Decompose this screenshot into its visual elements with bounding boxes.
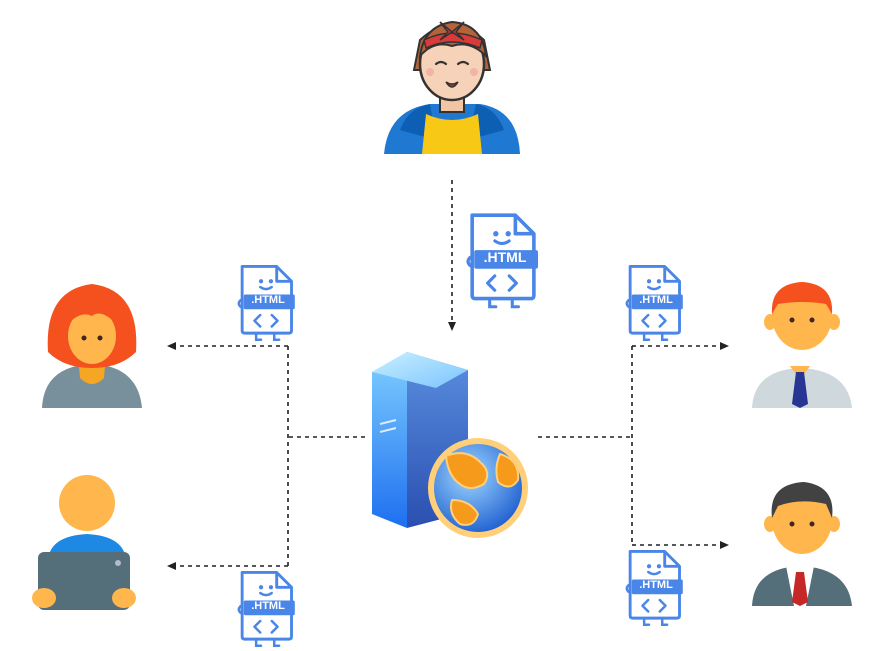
html-file-icon-right-top: .HTML	[625, 265, 683, 342]
html-file-icon-center: .HTML	[466, 213, 538, 309]
businessman-icon	[752, 482, 852, 606]
web-server-globe-icon	[372, 352, 528, 538]
html-file-icon-left-bottom: .HTML	[237, 571, 295, 648]
html-file-label: .HTML	[639, 579, 673, 591]
html-file-label: .HTML	[484, 249, 527, 265]
html-file-icon-left-top: .HTML	[237, 265, 295, 342]
laptop-user-icon	[32, 475, 136, 610]
woman-with-headband-icon	[384, 20, 520, 154]
html-file-label: .HTML	[251, 294, 285, 306]
woman-avatar-icon	[42, 284, 142, 408]
html-file-icon-right-bottom: .HTML	[625, 550, 683, 627]
html-file-label: .HTML	[639, 294, 673, 306]
connectors	[167, 180, 729, 570]
man-with-tie-icon	[752, 282, 852, 408]
html-file-label: .HTML	[251, 600, 285, 612]
